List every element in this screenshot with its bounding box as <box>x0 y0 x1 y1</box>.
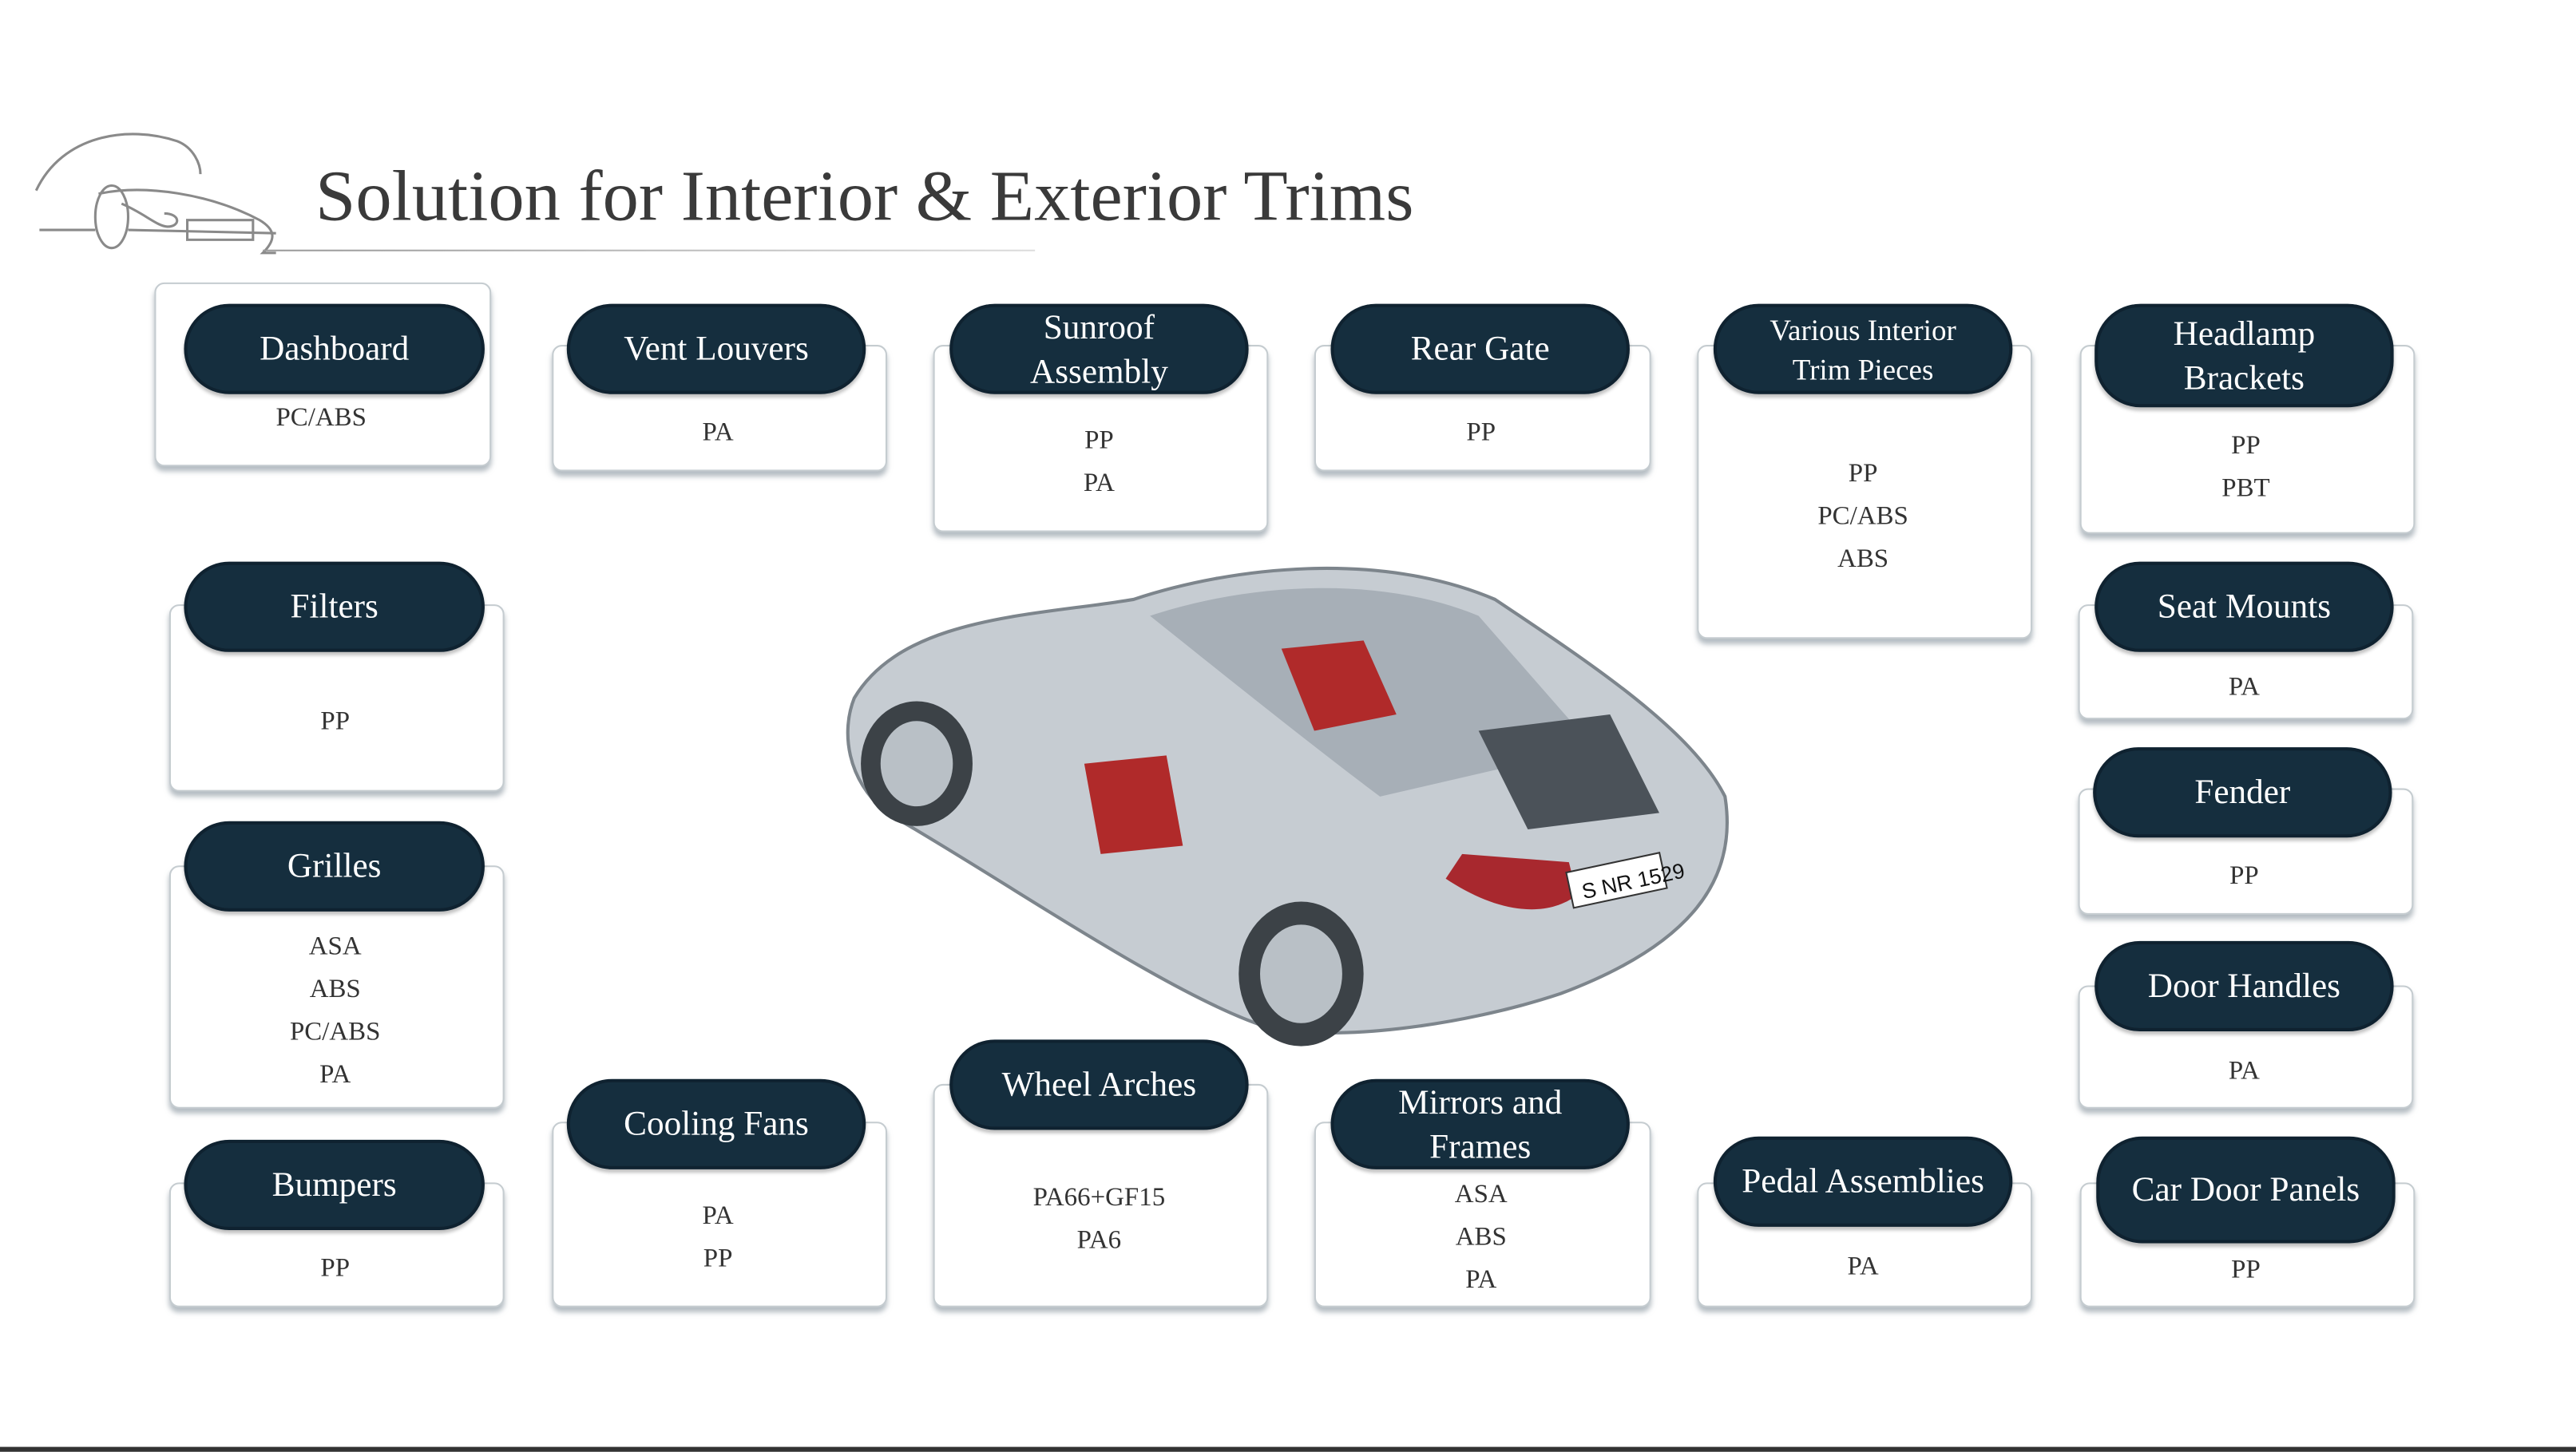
part-label-wheel-arches: Wheel Arches <box>949 1039 1249 1130</box>
material-text: PP <box>2229 862 2259 891</box>
part-label-sunroof-assembly: Sunroof Assembly <box>949 303 1249 394</box>
part-label-seat-mounts: Seat Mounts <box>2094 561 2394 652</box>
part-label-various-interior-trim-pieces: Various Interior Trim Pieces <box>1713 303 2013 394</box>
part-label-vent-louvers: Vent Louvers <box>566 303 866 394</box>
part-label-car-door-panels: Car Door Panels <box>2096 1136 2396 1244</box>
part-label-pedal-assemblies: Pedal Assemblies <box>1713 1136 2013 1227</box>
material-text: PA <box>1847 1252 1879 1281</box>
car-outline-logo-icon <box>34 133 276 255</box>
car-cutaway-image: S NR 1529 <box>846 566 1730 1046</box>
part-label-cooling-fans: Cooling Fans <box>566 1078 866 1169</box>
part-label-headlamp-brackets: Headlamp Brackets <box>2094 303 2394 408</box>
part-label-mirrors-and-frames: Mirrors and Frames <box>1330 1078 1630 1169</box>
material-text: PA <box>702 418 734 447</box>
material-text: PC/ABS <box>1817 502 1908 531</box>
material-text: PP <box>1466 418 1496 447</box>
material-text: PA <box>2228 1057 2260 1086</box>
part-label-bumpers: Bumpers <box>184 1139 485 1230</box>
part-label-filters: Filters <box>184 561 485 652</box>
material-text: PP <box>1084 426 1114 455</box>
material-text: PA66+GF15 <box>1032 1184 1166 1213</box>
title-divider <box>263 249 1036 251</box>
part-label-rear-gate: Rear Gate <box>1330 303 1630 394</box>
bottom-border <box>0 1446 2576 1452</box>
page-title: Solution for Interior & Exterior Trims <box>315 156 1414 237</box>
material-text: PA <box>2228 673 2260 702</box>
part-label-dashboard: Dashboard <box>184 303 485 394</box>
material-text: PA6 <box>1076 1226 1122 1255</box>
material-text: PP <box>2231 432 2261 461</box>
part-label-fender: Fender <box>2093 747 2392 838</box>
material-text: PA <box>1083 469 1115 498</box>
material-text: PA <box>702 1202 734 1230</box>
material-text: PBT <box>2221 474 2270 503</box>
material-text: PP <box>2231 1256 2261 1284</box>
material-text: ABS <box>1455 1223 1507 1252</box>
material-text: ASA <box>308 932 362 961</box>
material-text: ASA <box>1454 1181 1508 1209</box>
material-text: PP <box>320 707 351 736</box>
material-text: ABS <box>309 975 361 1004</box>
material-text: PP <box>703 1244 733 1273</box>
material-text: PP <box>1848 460 1878 489</box>
part-label-grilles: Grilles <box>184 821 485 912</box>
material-text: PA <box>319 1061 351 1090</box>
material-text: ABS <box>1837 545 1889 574</box>
part-label-door-handles: Door Handles <box>2094 940 2394 1032</box>
material-text: PA <box>1465 1266 1497 1295</box>
material-text: PP <box>320 1254 351 1283</box>
material-text: PC/ABS <box>289 1018 381 1046</box>
material-text: PC/ABS <box>275 404 367 433</box>
